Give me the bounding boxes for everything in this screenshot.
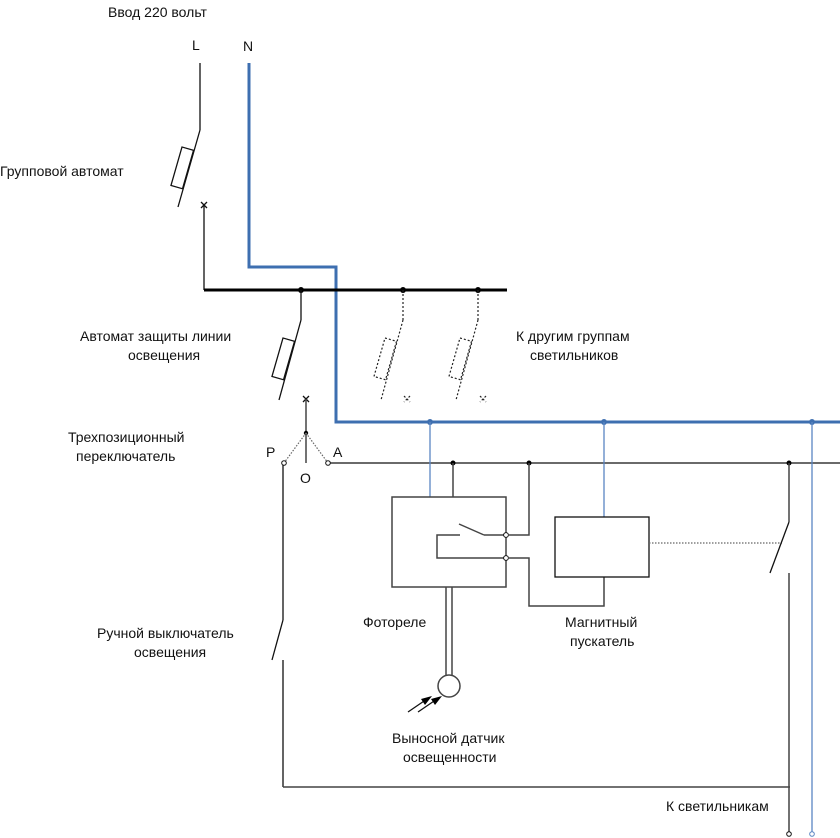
line-breaker	[271, 290, 302, 401]
other-groups-label-1: К другим группам	[516, 328, 630, 344]
selector-label-1: Трехпозиционный	[68, 429, 184, 445]
position-r-label: Р	[266, 444, 275, 460]
line-breaker-label-1: Автомат защиты линии	[80, 328, 231, 344]
starter-label-1: Магнитный	[565, 614, 637, 630]
position-o-label: О	[300, 470, 311, 486]
photorelay-label: Фотореле	[363, 614, 426, 630]
light-sensor	[407, 674, 461, 713]
starter-contact	[769, 422, 815, 837]
three-position-selector	[281, 395, 331, 466]
group-breaker	[170, 63, 208, 290]
position-a-label: А	[333, 444, 343, 460]
selector-label-2: переключатель	[76, 448, 175, 464]
sensor-label-1: Выносной датчик	[392, 730, 505, 746]
sensor-label-2: освещенности	[403, 749, 496, 765]
starter-label-2: пускатель	[570, 633, 634, 649]
other-breaker-2	[448, 290, 487, 403]
line-breaker-label-2: освещения	[128, 347, 200, 363]
magnetic-starter	[554, 422, 782, 578]
neutral-wire	[247, 63, 840, 424]
group-breaker-label: Групповой автомат	[0, 163, 124, 179]
manual-switch-label-2: освещения	[134, 644, 206, 660]
manual-switch	[271, 465, 790, 788]
to-lamps-label: К светильникам	[666, 798, 769, 814]
other-breaker-1	[373, 290, 411, 403]
phase-label: L	[192, 37, 200, 53]
other-groups-label-2: светильников	[530, 347, 618, 363]
manual-switch-label-1: Ручной выключатель	[97, 625, 234, 641]
neutral-label: N	[243, 38, 253, 54]
photorelay	[391, 422, 605, 676]
title-label: Ввод 220 вольт	[108, 4, 208, 20]
